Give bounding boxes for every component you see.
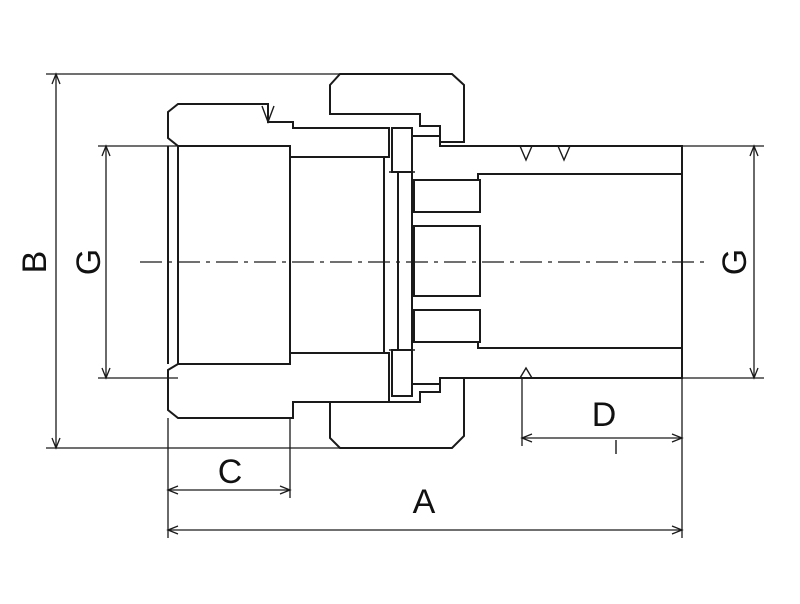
dimension-g-right [682,144,764,380]
seal-guides [389,171,415,351]
dimension-d [520,378,684,454]
inner-spigot-steps [413,179,481,343]
dimension-c-label: C [218,453,243,491]
female-body-bottom-wall [167,352,390,419]
dimension-a [166,446,684,538]
female-body-top-wall [167,103,390,158]
o-ring-seal-bottom [391,349,413,397]
dimension-g-left [98,144,178,380]
dimension-g-left-label: G [70,249,108,275]
dimension-b [46,72,340,450]
dimension-c [166,418,292,498]
union-nut-bottom [329,377,465,449]
dimension-d-label: D [592,396,617,434]
dimension-g-right-label: G [716,249,754,275]
female-body-bore [167,146,385,364]
dimension-b-label: B [16,251,54,274]
union-nut-top [329,73,465,143]
o-ring-seal-top [391,127,413,173]
dimension-a-label: A [413,483,436,521]
male-tail-bottom-wall [411,341,683,385]
